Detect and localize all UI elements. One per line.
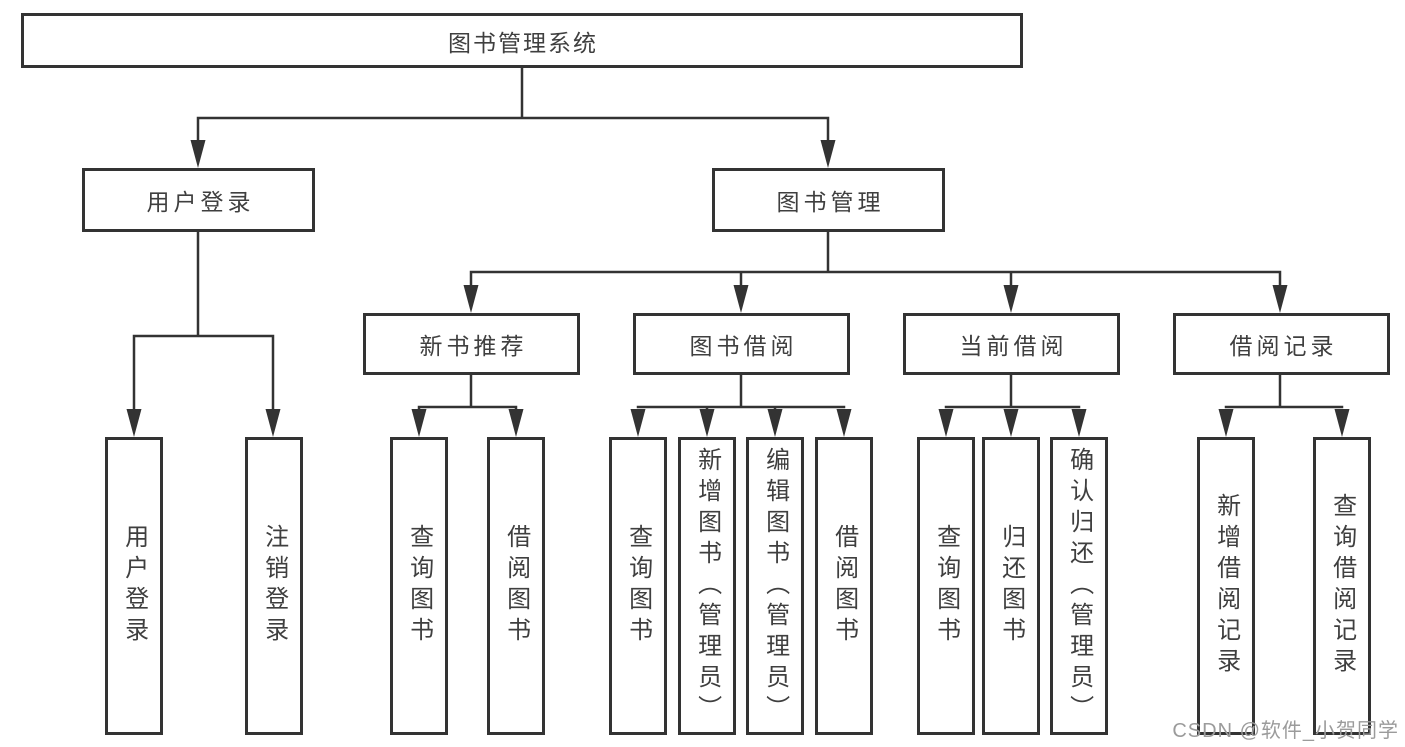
csdn-watermark: CSDN @软件_小贺同学 — [1172, 720, 1399, 742]
node-user-login: 用户登录 — [82, 168, 315, 232]
leaf-query-books-recommend: 查询图书 — [390, 437, 448, 735]
leaf-confirm-return-admin: 确认归还（管理员） — [1050, 437, 1108, 735]
node-book-management: 图书管理 — [712, 168, 945, 232]
leaf-logout-login: 注销登录 — [245, 437, 303, 735]
leaf-user-login: 用户登录 — [105, 437, 163, 735]
leaf-query-books-borrowing: 查询图书 — [609, 437, 667, 735]
node-library-management-system: 图书管理系统 — [21, 13, 1023, 68]
leaf-add-books-admin: 新增图书（管理员） — [678, 437, 736, 735]
node-borrowing-records: 借阅记录 — [1173, 313, 1390, 375]
node-new-book-recommendation: 新书推荐 — [363, 313, 580, 375]
leaf-edit-books-admin: 编辑图书（管理员） — [746, 437, 804, 735]
leaf-return-books: 归还图书 — [982, 437, 1040, 735]
leaf-add-borrow-record: 新增借阅记录 — [1197, 437, 1255, 735]
node-current-borrowing: 当前借阅 — [903, 313, 1120, 375]
leaf-borrow-books-recommend: 借阅图书 — [487, 437, 545, 735]
leaf-borrow-books-borrowing: 借阅图书 — [815, 437, 873, 735]
leaf-query-borrow-record: 查询借阅记录 — [1313, 437, 1371, 735]
node-book-borrowing: 图书借阅 — [633, 313, 850, 375]
arrowhead-group — [126, 140, 1350, 437]
leaf-query-books-current: 查询图书 — [917, 437, 975, 735]
